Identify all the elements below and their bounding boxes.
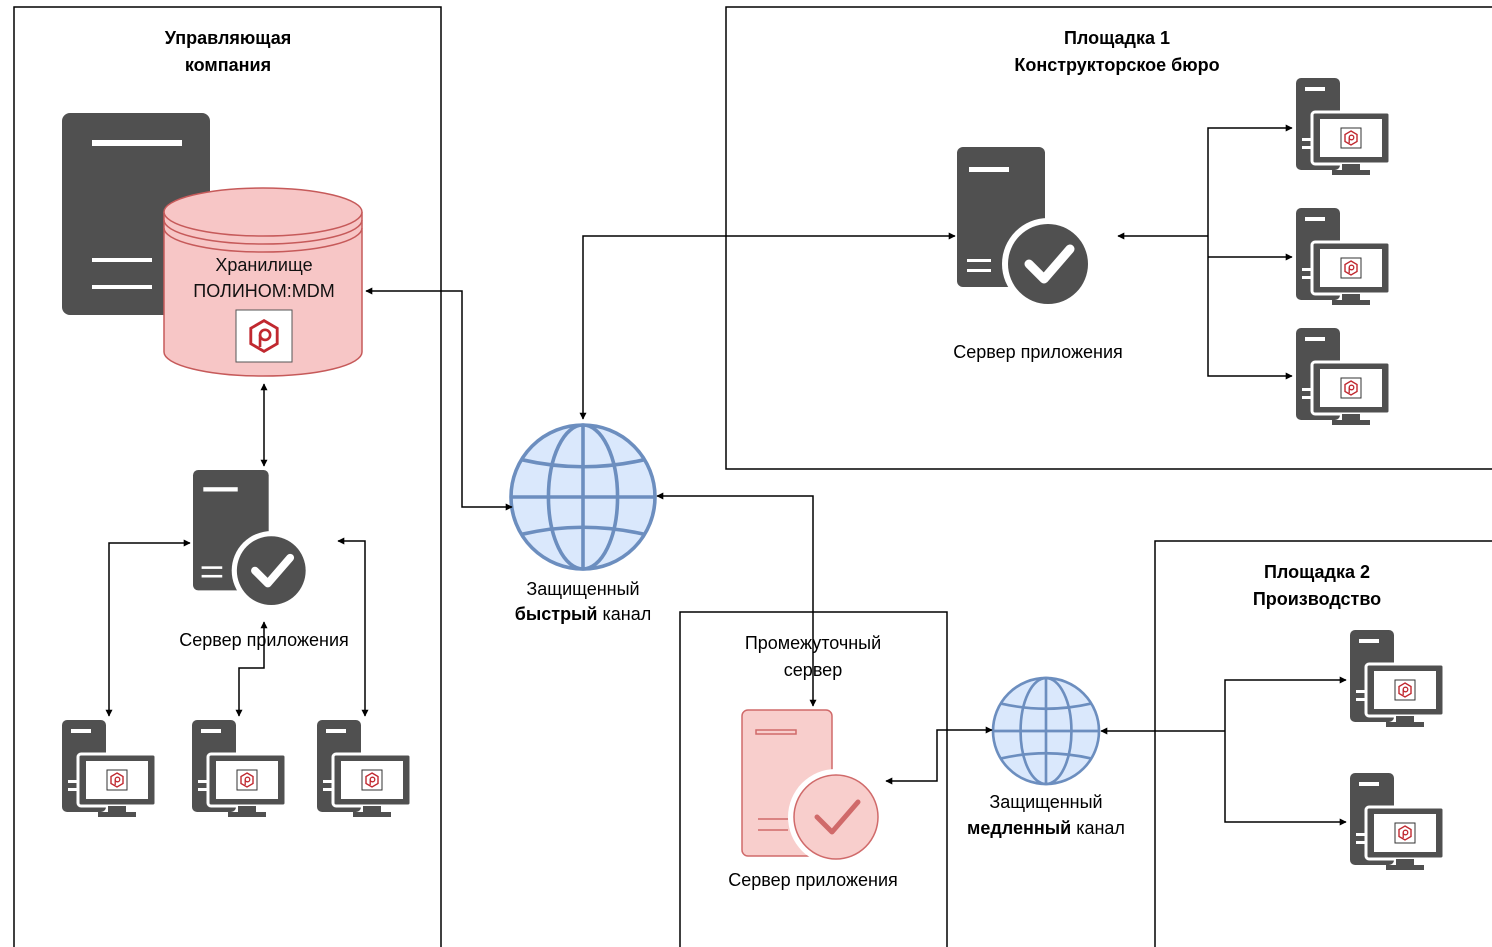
connector: [365, 287, 513, 511]
hq-workstation-icon: [62, 720, 156, 817]
slow-channel-suffix: канал: [1071, 818, 1125, 838]
site1-title-line2: Конструкторское бюро: [1014, 55, 1219, 75]
connector: [337, 537, 369, 717]
storage-label-line1: Хранилище: [215, 255, 312, 275]
connector: [235, 621, 268, 717]
site1-workstation-icon: [1296, 78, 1390, 175]
fast-channel-label-line1: Защищенный: [526, 579, 639, 599]
fast-channel-suffix: канал: [598, 604, 652, 624]
connector: [1207, 124, 1293, 236]
fast-channel-globe-icon: [509, 423, 657, 571]
connectors: [105, 124, 1347, 826]
hq-app-server-icon: [193, 470, 311, 610]
hq-title-line1: Управляющая: [165, 28, 291, 48]
slow-channel-globe-icon: [991, 676, 1101, 786]
zone-site2-frame: [1154, 540, 1492, 947]
fast-channel-emphasis: быстрый: [515, 604, 598, 624]
relay-server-icon: [741, 709, 884, 865]
connector: [1224, 676, 1347, 731]
site1-app-server-icon: [957, 147, 1094, 310]
connector: [885, 726, 993, 785]
site1-workstation-icon: [1296, 328, 1390, 425]
site1-title-line1: Площадка 1: [1064, 28, 1170, 48]
storage-label-line2: ПОЛИНОМ:MDM: [193, 281, 334, 301]
connector: [1207, 236, 1293, 380]
site1-workstation-icon: [1296, 208, 1390, 305]
hq-workstation-icon: [317, 720, 411, 817]
connector: [1224, 731, 1347, 826]
hq-title-line2: компания: [185, 55, 271, 75]
slow-channel-emphasis: медленный: [967, 818, 1071, 838]
storage-cylinder-icon: [163, 187, 363, 377]
site2-workstation-icon: [1350, 773, 1444, 870]
connector: [105, 539, 191, 717]
site1-app-server-label: Сервер приложения: [953, 342, 1123, 362]
hq-workstation-icon: [192, 720, 286, 817]
fast-channel-label-line2: быстрый канал: [515, 604, 652, 624]
site2-title-line2: Производство: [1253, 589, 1381, 609]
connector: [656, 492, 817, 707]
slow-channel-label-line2: медленный канал: [967, 818, 1125, 838]
site2-workstation-icon: [1350, 630, 1444, 727]
relay-app-server-label: Сервер приложения: [728, 870, 898, 890]
slow-channel-label-line1: Защищенный: [989, 792, 1102, 812]
connector: [579, 232, 956, 420]
site2-title-line1: Площадка 2: [1264, 562, 1370, 582]
